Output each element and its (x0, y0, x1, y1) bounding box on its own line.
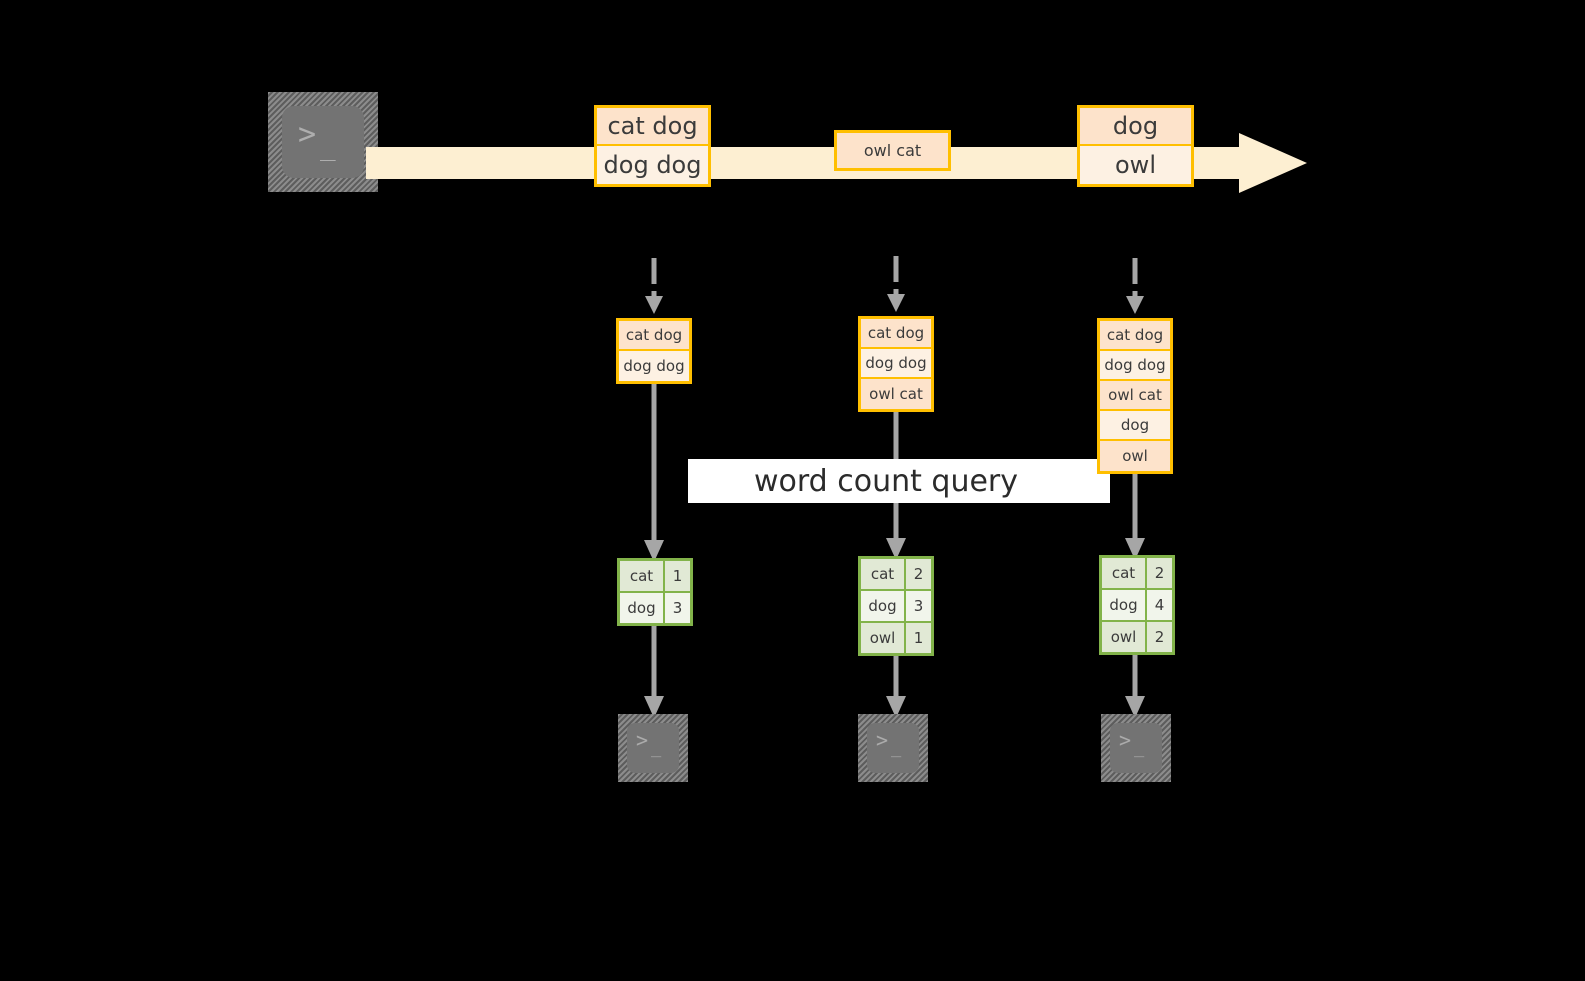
trigger-arrow-1 (644, 258, 664, 314)
sink-arrow-3 (1125, 653, 1145, 718)
log-row: cat dog (619, 321, 689, 351)
table-row: owl 1 (861, 623, 931, 653)
terminal-prompt-chevron-icon: > (298, 117, 317, 152)
sink-terminal-icon-2: > _ (858, 714, 928, 782)
log-row: owl cat (1100, 381, 1170, 411)
sink-arrow-2 (886, 654, 906, 718)
log-box-3[interactable]: cat dog dog dog owl cat dog owl (1097, 318, 1173, 474)
table-row: cat 1 (620, 561, 690, 593)
message-line: owl (1080, 146, 1191, 184)
log-row: owl cat (861, 379, 931, 409)
result-word: cat (861, 559, 906, 589)
log-row: cat dog (1100, 321, 1170, 351)
source-terminal-icon: > _ (268, 92, 378, 192)
table-row: cat 2 (1102, 558, 1172, 590)
message-line: owl cat (837, 133, 948, 168)
terminal-prompt-chevron-icon: > (876, 728, 889, 752)
terminal-prompt-chevron-icon: > (1119, 728, 1132, 752)
terminal-screen (867, 723, 919, 773)
result-count: 1 (665, 561, 690, 591)
result-word: cat (620, 561, 665, 591)
query-arrow-1 (644, 382, 664, 562)
trigger-arrow-2 (886, 256, 906, 312)
table-row: dog 3 (861, 591, 931, 623)
sink-arrow-1 (644, 626, 664, 718)
log-row: dog dog (619, 351, 689, 381)
log-row: cat dog (861, 319, 931, 349)
sink-terminal-icon-1: > _ (618, 714, 688, 782)
result-word: dog (620, 593, 665, 623)
result-count: 1 (906, 623, 931, 653)
result-word: owl (1102, 622, 1147, 652)
log-row: dog (1100, 411, 1170, 441)
result-table-2[interactable]: cat 2 dog 3 owl 1 (858, 556, 934, 656)
query-arrow-3 (1125, 474, 1145, 560)
result-count: 2 (906, 559, 931, 589)
table-row: cat 2 (861, 559, 931, 591)
query-banner: word count query (688, 459, 1110, 503)
terminal-screen (282, 106, 364, 178)
terminal-prompt-cursor-icon: _ (320, 132, 336, 162)
sink-terminal-icon-3: > _ (1101, 714, 1171, 782)
message-line: dog dog (597, 146, 708, 184)
terminal-screen (627, 723, 679, 773)
terminal-screen (1110, 723, 1162, 773)
result-word: dog (861, 591, 906, 621)
result-count: 2 (1147, 558, 1172, 588)
query-banner-label: word count query (753, 463, 1019, 499)
result-table-1[interactable]: cat 1 dog 3 (617, 558, 693, 626)
log-box-2[interactable]: cat dog dog dog owl cat (858, 316, 934, 412)
terminal-prompt-cursor-icon: _ (891, 738, 902, 758)
log-row: dog dog (1100, 351, 1170, 381)
result-count: 4 (1147, 590, 1172, 620)
log-row: owl (1100, 441, 1170, 471)
result-word: cat (1102, 558, 1147, 588)
result-word: dog (1102, 590, 1147, 620)
table-row: owl 2 (1102, 622, 1172, 652)
stream-message-1[interactable]: cat dog dog dog (594, 105, 711, 187)
result-table-3[interactable]: cat 2 dog 4 owl 2 (1099, 555, 1175, 655)
stream-message-3[interactable]: dog owl (1077, 105, 1194, 187)
result-count: 3 (665, 593, 690, 623)
table-row: dog 4 (1102, 590, 1172, 622)
stream-message-2[interactable]: owl cat (834, 130, 951, 171)
result-count: 3 (906, 591, 931, 621)
terminal-prompt-cursor-icon: _ (651, 738, 662, 758)
terminal-prompt-cursor-icon: _ (1134, 738, 1145, 758)
result-word: owl (861, 623, 906, 653)
table-row: dog 3 (620, 593, 690, 623)
log-box-1[interactable]: cat dog dog dog (616, 318, 692, 384)
log-row: dog dog (861, 349, 931, 379)
terminal-prompt-chevron-icon: > (636, 728, 649, 752)
message-line: dog (1080, 108, 1191, 146)
message-line: cat dog (597, 108, 708, 146)
result-count: 2 (1147, 622, 1172, 652)
trigger-arrow-3 (1125, 258, 1145, 314)
